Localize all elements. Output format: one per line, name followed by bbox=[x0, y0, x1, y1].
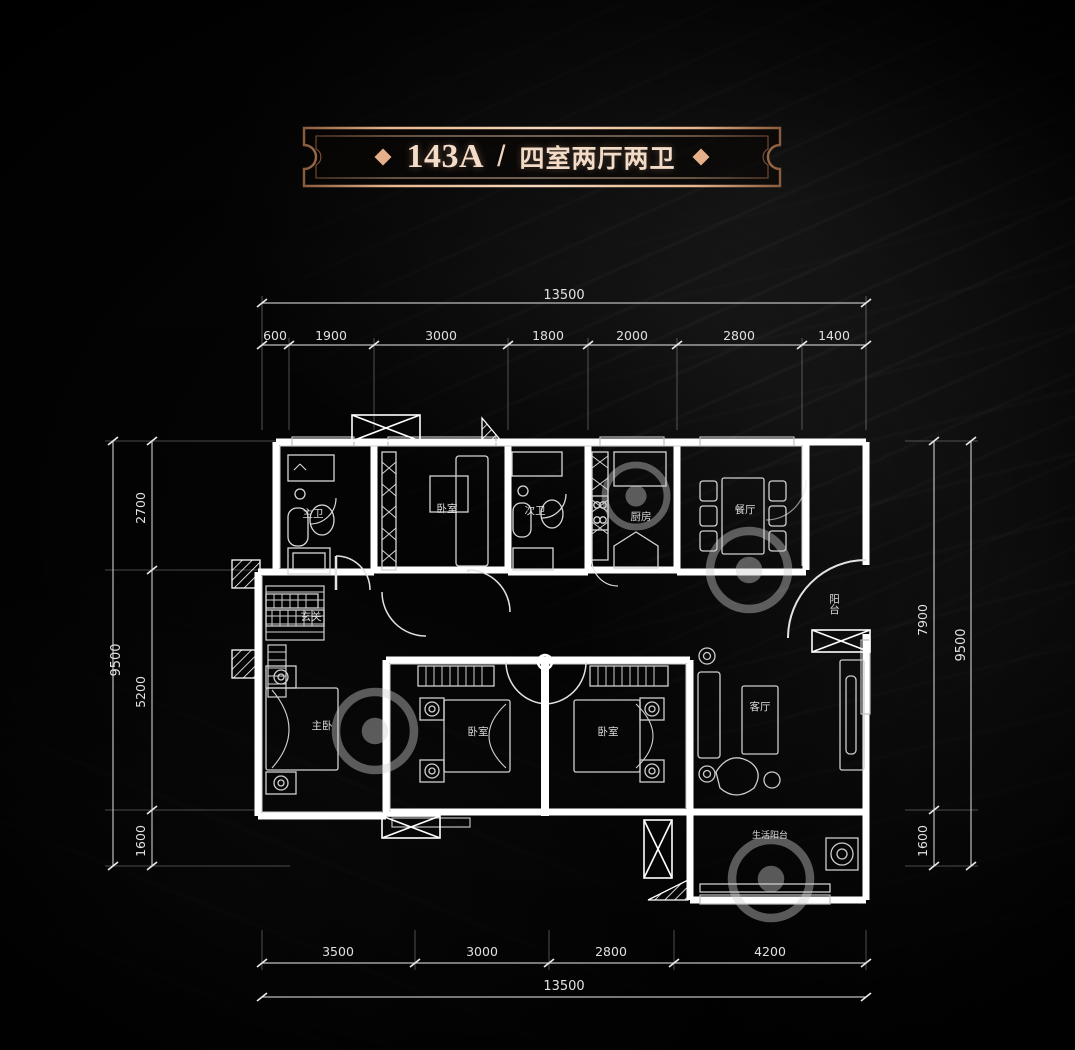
dimension-group-bottom: 3500 3000 2800 4200 13500 bbox=[256, 930, 872, 1002]
plan-code: 143A bbox=[406, 138, 485, 175]
room-label-bedroom2: 卧室 bbox=[468, 725, 489, 738]
room-label-balcony_right: 阳台 bbox=[828, 594, 840, 616]
room-label-life_balcony: 生活阳台 bbox=[752, 829, 788, 841]
dim-top-seg-6: 2800 bbox=[723, 328, 755, 343]
partitions bbox=[536, 653, 554, 816]
room-label-dining: 餐厅 bbox=[735, 503, 756, 516]
dim-top-seg-1: 600 bbox=[263, 328, 287, 343]
banner-frame bbox=[302, 126, 782, 188]
room-label-living: 客厅 bbox=[750, 700, 771, 713]
dim-bottom-seg-2: 3000 bbox=[466, 944, 498, 959]
dim-top-seg-3: 3000 bbox=[425, 328, 457, 343]
watermark-ring-1 bbox=[705, 526, 793, 614]
dim-left-seg-2: 5200 bbox=[133, 676, 148, 708]
fixtures-study bbox=[381, 451, 489, 571]
fixtures-bedroom-3 bbox=[573, 665, 669, 783]
dim-right-total: 9500 bbox=[954, 628, 969, 661]
dimension-group-left: 9500 2700 5200 1600 bbox=[105, 436, 290, 871]
dim-bottom-seg-1: 3500 bbox=[322, 944, 354, 959]
dim-top-total: 13500 bbox=[543, 288, 584, 303]
room-labels: 主卫卧室次卫厨房餐厅玄关阳台主卧卧室卧室客厅生活阳台 bbox=[301, 502, 841, 841]
hatched-structure bbox=[231, 416, 689, 901]
fixtures-life-balcony bbox=[699, 837, 859, 893]
fixtures-master-bath bbox=[287, 454, 337, 575]
plan-subtitle: 四室两厅两卫 bbox=[519, 144, 676, 173]
ac-ledges bbox=[351, 414, 871, 879]
dim-top-seg-7: 1400 bbox=[818, 328, 850, 343]
dim-bottom-seg-4: 4200 bbox=[754, 944, 786, 959]
fixtures-kitchen bbox=[591, 451, 667, 569]
watermark-ring-2 bbox=[331, 687, 419, 775]
watermark-dot-1 bbox=[735, 556, 763, 584]
doors bbox=[334, 479, 867, 705]
watermark-dot-3 bbox=[757, 865, 785, 893]
dimension-group-top: 13500 600 1900 3000 1800 2000 2800 1400 bbox=[256, 288, 872, 430]
banner-separator: / bbox=[497, 140, 506, 173]
title-banner: 143A / 四室两厅两卫 bbox=[286, 123, 798, 191]
room-label-entry: 玄关 bbox=[301, 610, 322, 623]
watermark-ring-3 bbox=[727, 835, 815, 923]
fixtures-living-room bbox=[697, 647, 865, 796]
fixtures-bedroom-2 bbox=[417, 665, 511, 783]
diamond-ornament-right-icon bbox=[692, 148, 710, 166]
dim-top-seg-4: 1800 bbox=[532, 328, 564, 343]
fixtures-entry bbox=[265, 585, 325, 698]
dim-top-seg-2: 1900 bbox=[315, 328, 347, 343]
fixtures-master-bedroom bbox=[265, 593, 339, 795]
fixtures-guest-bath bbox=[511, 451, 567, 571]
diamond-ornament-left-icon bbox=[374, 148, 392, 166]
room-label-master_bedroom: 主卧 bbox=[312, 719, 333, 732]
dim-bottom-seg-3: 2800 bbox=[595, 944, 627, 959]
dim-left-seg-1: 2700 bbox=[133, 492, 148, 524]
dim-top-seg-5: 2000 bbox=[616, 328, 648, 343]
room-label-master_bath: 主卫 bbox=[303, 508, 324, 520]
watermark-dot-0 bbox=[625, 485, 647, 507]
watermark-dot-2 bbox=[361, 717, 389, 745]
walls bbox=[254, 438, 870, 904]
dim-right-seg-2: 1600 bbox=[915, 825, 930, 857]
dim-bottom-total: 13500 bbox=[543, 979, 584, 994]
room-label-bedroom3: 卧室 bbox=[598, 725, 619, 738]
room-label-kitchen: 厨房 bbox=[631, 510, 652, 523]
watermark-ring-0 bbox=[601, 461, 671, 531]
dim-right-seg-1: 7900 bbox=[915, 604, 930, 636]
room-label-study: 卧室 bbox=[437, 502, 458, 515]
dim-left-seg-3: 1600 bbox=[133, 825, 148, 857]
dim-left-total: 9500 bbox=[109, 643, 124, 676]
watermark-overlays bbox=[331, 461, 815, 923]
dimension-group-right: 7900 1600 9500 bbox=[905, 436, 978, 871]
fixtures-dining bbox=[699, 477, 787, 555]
room-label-guest_bath: 次卫 bbox=[525, 504, 546, 517]
